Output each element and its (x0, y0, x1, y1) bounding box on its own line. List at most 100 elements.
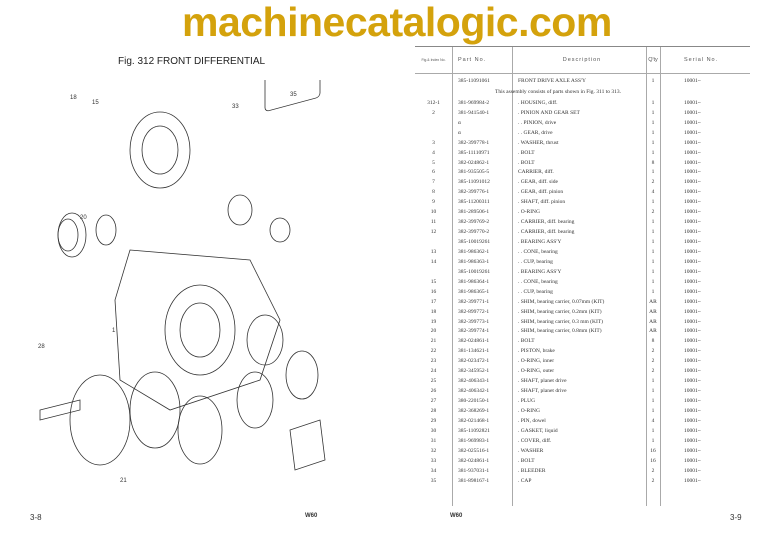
description: . BEARING ASS'Y (518, 268, 562, 275)
qty: 2 (651, 348, 655, 355)
part-no: 380-220150-1 (458, 398, 490, 405)
part-no: 381-937031-1 (458, 467, 490, 474)
qty: 2 (651, 209, 655, 216)
part-no: 382-345952-1 (458, 368, 490, 375)
bearing-shape (95, 214, 117, 246)
serial: 10001~ (684, 348, 701, 355)
part-no: 382-406343-1 (458, 378, 490, 385)
qty: 2 (651, 477, 655, 484)
fig-index: 27 (430, 398, 437, 405)
callout-label: 35 (290, 92, 297, 98)
description: . PISTON, brake (518, 348, 555, 355)
qty: 1 (651, 407, 655, 414)
serial: 10001~ (684, 338, 701, 345)
qty: 1 (651, 398, 655, 405)
header-part: Part No. (458, 57, 487, 63)
description: . BOLT (518, 457, 535, 464)
shim-inner-shape (57, 218, 79, 252)
description: . SHIM, bearing carrier, 0.2mm (KIT) (518, 308, 602, 315)
description: . WASHER (518, 447, 544, 454)
part-no: 381-289506-1 (458, 209, 490, 216)
fig-index: 4 (432, 149, 435, 156)
fig-index: 16 (430, 288, 437, 295)
serial: 10001~ (684, 398, 701, 405)
qty: 16 (650, 457, 656, 464)
cover-shape (264, 80, 321, 112)
qty: 1 (651, 258, 655, 265)
bearing-shape (227, 194, 253, 226)
qty: 1 (651, 119, 655, 126)
serial: 10001~ (684, 288, 701, 295)
serial: 10001~ (684, 248, 701, 255)
description: . PIN, dowel (518, 417, 546, 424)
fig-index: 28 (430, 407, 437, 414)
part-no: 385-11200311 (458, 199, 490, 206)
header-fig: Fig.& Index No. (421, 58, 446, 62)
qty: 1 (651, 77, 655, 84)
figure-title: Fig. 312 FRONT DIFFERENTIAL (118, 56, 266, 67)
callout-label: 1 (112, 328, 116, 334)
description: . SHAFT, planet drive (518, 378, 567, 385)
exploded-parts-diagram (39, 80, 326, 471)
qty: AR (649, 308, 657, 315)
part-no: 382-024861-1 (458, 457, 490, 464)
qty: 1 (651, 278, 655, 285)
serial: 10001~ (684, 477, 701, 484)
qty: 1 (651, 199, 655, 206)
qty: 1 (651, 149, 655, 156)
part-no: 381-898167-1 (458, 477, 490, 484)
serial: 10001~ (684, 368, 701, 375)
description: . BOLT (518, 149, 535, 156)
fig-index: 30 (430, 427, 437, 434)
fig-index: 34 (430, 467, 437, 474)
part-no: 381-986362-1 (458, 248, 490, 255)
serial: 10001~ (684, 169, 701, 176)
callout-label: 20 (80, 215, 87, 221)
part-no: 381-986364-1 (458, 278, 490, 285)
serial: 10001~ (684, 378, 701, 385)
column-divider (646, 46, 647, 506)
qty: 1 (651, 378, 655, 385)
qty: 1 (651, 99, 655, 106)
serial: 10001~ (684, 219, 701, 226)
part-no: 385-11091012 (458, 179, 490, 186)
callout-label: 21 (120, 478, 127, 484)
fig-index: 19 (430, 318, 437, 325)
serial: 10001~ (684, 139, 701, 146)
ring-gear-shape (129, 111, 191, 189)
callout-label: 33 (232, 104, 239, 110)
description: . O-RING (518, 407, 540, 414)
description: . BOLT (518, 338, 535, 345)
bearing-shape (269, 217, 291, 243)
part-no: 385-11091061 (458, 77, 490, 84)
part-no: 382-399770-2 (458, 229, 490, 236)
serial: 10001~ (684, 318, 701, 325)
description: . GEAR, diff. side (518, 179, 558, 186)
description: . CAP (518, 477, 532, 484)
table-header: Fig.& Index No. Part No. Description Q't… (415, 46, 750, 74)
fig-index: 23 (430, 358, 437, 365)
header-serial: Serial No. (684, 57, 719, 63)
serial: 10001~ (684, 268, 701, 275)
qty: 1 (651, 169, 655, 176)
part-no: 382-024862-1 (458, 159, 490, 166)
